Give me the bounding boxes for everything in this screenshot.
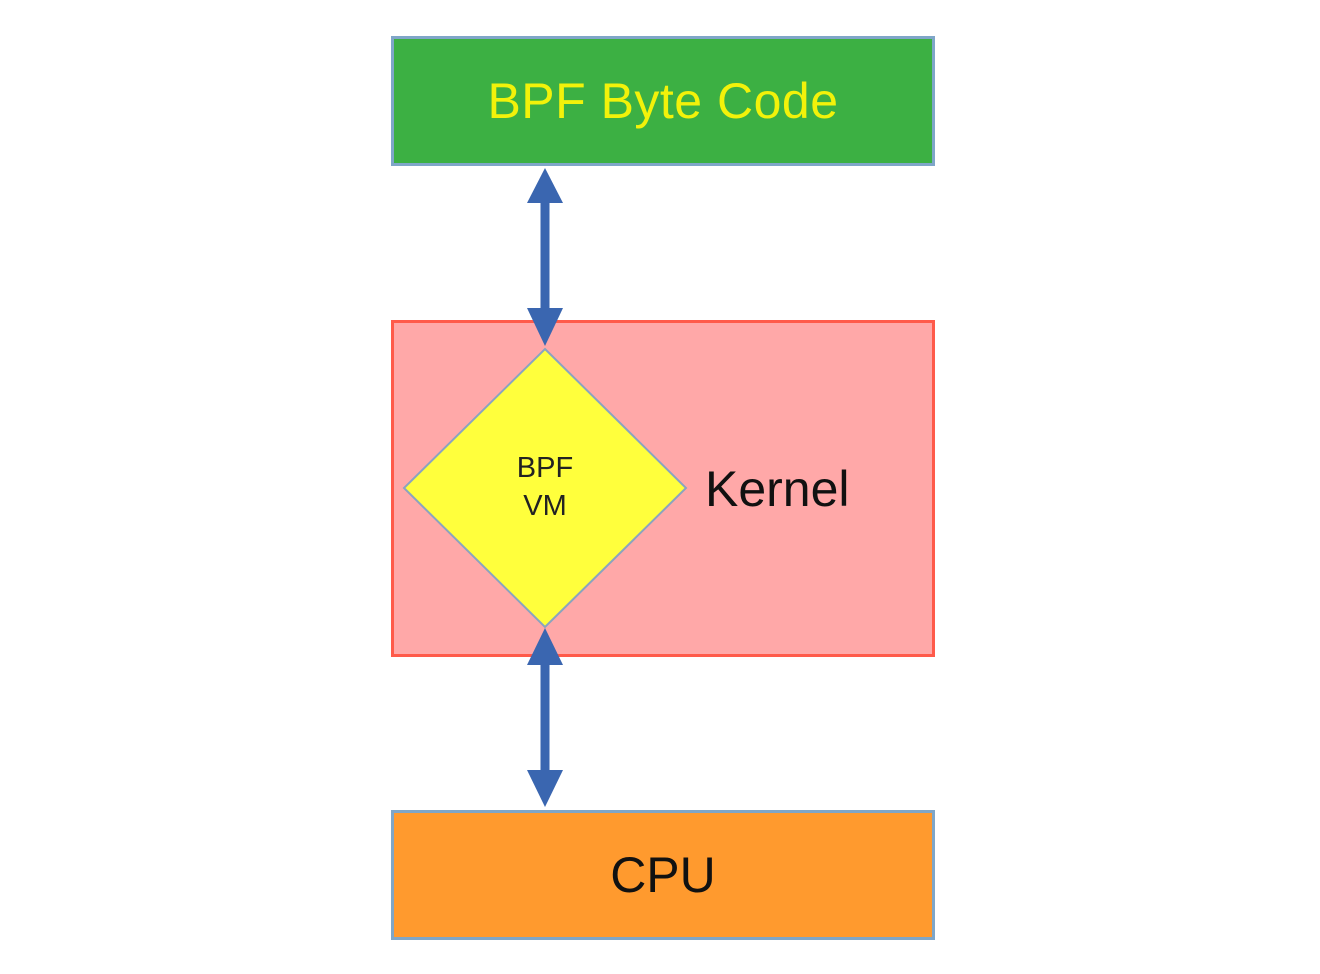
bpf-byte-code-label: BPF Byte Code: [487, 73, 839, 129]
cpu-box: CPU: [391, 810, 935, 940]
kernel-label: Kernel: [705, 461, 850, 517]
vm-cpu-arrow: [527, 628, 563, 807]
bytecode-vm-arrow: [527, 168, 563, 346]
vm-cpu-arrow-head-up: [527, 628, 563, 665]
bpf-vm-diamond: [402, 347, 688, 629]
bpf-vm-label-line2: VM: [523, 490, 567, 522]
bytecode-vm-arrow-head-down: [527, 308, 563, 346]
bpf-vm-label: BPF VM: [485, 449, 605, 525]
vm-cpu-arrow-head-down: [527, 770, 563, 807]
bpf-byte-code-box: BPF Byte Code: [391, 36, 935, 166]
bpf-vm-label-line1: BPF: [516, 452, 574, 484]
bytecode-vm-arrow-head-up: [527, 168, 563, 203]
cpu-label: CPU: [610, 847, 716, 903]
